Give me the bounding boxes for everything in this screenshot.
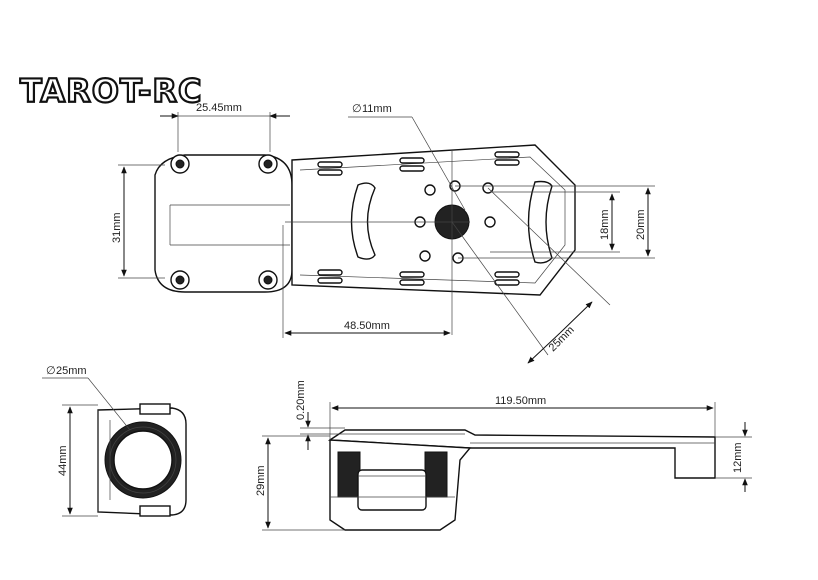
dim-clamp-height: 31mm	[111, 212, 123, 243]
dim-diameter-symbol-end: ∅	[46, 365, 56, 377]
dim-hole-spacing-large: 20mm	[635, 209, 647, 240]
dim-block-height: 29mm	[255, 465, 267, 496]
dim-offset-length: 48.50mm	[344, 320, 390, 332]
top-view: 25.45mm ∅ 11mm 31mm 48.50mm 18mm 20mm	[111, 102, 655, 364]
side-view: 119.50mm 0.20mm 29mm 12mm	[255, 380, 752, 531]
side-plate	[327, 429, 716, 479]
dim-plate-height: 12mm	[732, 442, 744, 473]
end-view: ∅ 25mm 44mm	[42, 365, 187, 517]
dim-hole-diameter: 11mm	[362, 103, 392, 115]
dim-width-top: 25.45mm	[196, 102, 242, 114]
dim-tube-diameter: 25mm	[56, 365, 87, 377]
dim-hole-spacing-small: 18mm	[599, 209, 611, 240]
dim-diagonal: 25mm	[547, 324, 577, 354]
dim-gap: 0.20mm	[295, 380, 307, 420]
dim-diameter-symbol: ∅	[352, 103, 362, 115]
dim-end-height: 44mm	[57, 445, 69, 476]
brand-logo: TAROT-RC	[20, 72, 202, 110]
slots	[317, 151, 520, 286]
dim-overall-length: 119.50mm	[495, 395, 546, 407]
